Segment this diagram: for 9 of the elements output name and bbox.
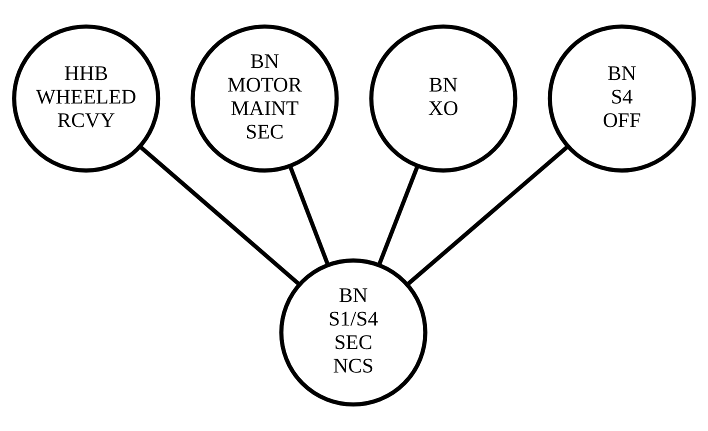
node-circle: HHB WHEELED RCVY [12, 24, 160, 173]
node-circle: BN XO [369, 24, 518, 173]
node-circle: BN S1/S4 SEC NCS [279, 258, 428, 407]
connector [406, 145, 569, 286]
connector [138, 145, 301, 286]
node-circle: BN MOTOR MAINT SEC [190, 24, 339, 173]
connector [377, 165, 420, 266]
connector [288, 165, 330, 266]
node-circle: BN S4 OFF [548, 24, 696, 173]
